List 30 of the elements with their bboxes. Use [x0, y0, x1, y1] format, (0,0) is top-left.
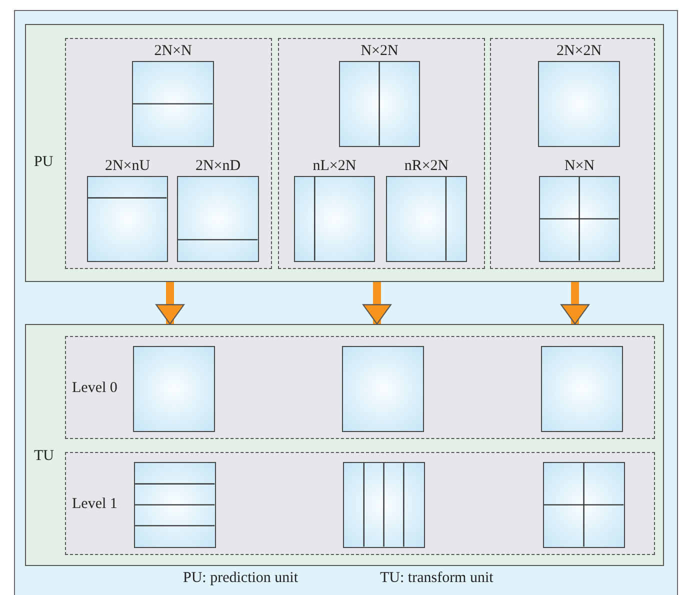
- partition-label: N×N: [564, 159, 595, 174]
- panel-label: PU: [34, 155, 54, 170]
- level-label: Level 0: [72, 381, 118, 396]
- partition-square: [133, 346, 215, 432]
- partition-square: [543, 462, 625, 548]
- level-band: [65, 336, 655, 439]
- arrow: [560, 282, 590, 325]
- partition-square: [342, 346, 424, 432]
- partition-label: N×2N: [360, 44, 398, 59]
- arrow: [156, 282, 184, 325]
- level-label: Level 1: [72, 497, 118, 512]
- partition-label: nL×2N: [312, 159, 356, 174]
- partition-square: [134, 462, 216, 548]
- arrow: [362, 282, 392, 325]
- partition-square: [343, 462, 425, 548]
- legend-note: PU: prediction unit: [183, 571, 298, 586]
- panel-label: TU: [34, 449, 54, 464]
- partition-label: 2N×nU: [104, 159, 150, 174]
- panel: [25, 324, 664, 566]
- panel: [25, 24, 664, 282]
- level-band: [65, 452, 655, 555]
- legend-note: TU: transform unit: [380, 571, 494, 586]
- partition-label: 2N×N: [154, 44, 192, 59]
- dashed-group: [490, 38, 655, 269]
- partition-square: [541, 346, 623, 432]
- dashed-group: [278, 38, 485, 269]
- partition-label: 2N×2N: [556, 44, 602, 59]
- dashed-group: [65, 38, 272, 269]
- partition-label: nR×2N: [404, 159, 449, 174]
- partition-label: 2N×nD: [195, 159, 241, 174]
